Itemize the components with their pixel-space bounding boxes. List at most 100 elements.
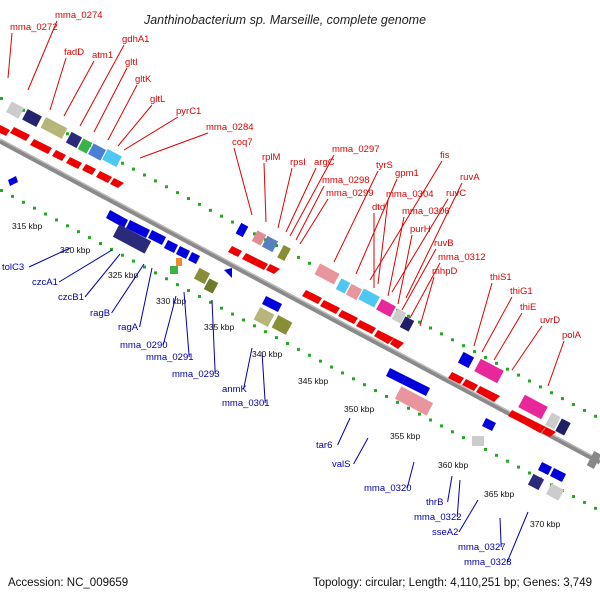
gene-leader-line: [117, 104, 153, 147]
forward-gene-label: gltL: [150, 94, 165, 105]
forward-gene-label: mma_0298: [322, 175, 370, 186]
gc-dot: [198, 294, 201, 298]
gc-dot: [418, 320, 421, 324]
gc-dot: [517, 465, 520, 469]
gc-dot: [209, 208, 212, 212]
gc-dot: [506, 459, 509, 463]
gc-dot: [572, 403, 575, 407]
gc-dot: [165, 185, 168, 189]
gene-leader-line: [377, 199, 389, 285]
gc-dot: [484, 355, 487, 359]
gene-leader-line: [277, 167, 293, 229]
gc-dot: [220, 306, 223, 310]
gc-dot: [253, 324, 256, 328]
ruler-label: 370 kbp: [530, 519, 561, 529]
gc-dot: [594, 414, 597, 418]
gc-dot: [495, 361, 498, 365]
gc-dot: [187, 289, 190, 293]
reverse-gene-label: mma_0328: [464, 557, 512, 568]
gc-dot: [110, 247, 113, 251]
gc-dot: [154, 271, 157, 275]
gene-leader-line: [511, 325, 543, 371]
gene-leader-line: [111, 263, 145, 314]
gene-leader-line: [473, 282, 493, 347]
forward-gene-label: thiG1: [510, 286, 533, 297]
reverse-gene-label: mma_0320: [364, 483, 412, 494]
gc-dot: [33, 206, 36, 210]
gc-dot: [0, 97, 3, 100]
gc-dot: [418, 412, 421, 416]
gc-dot: [473, 350, 476, 354]
ruler-label: 365 kbp: [484, 489, 515, 499]
reverse-gene-label: czcB1: [58, 292, 84, 303]
gc-dot: [429, 418, 432, 422]
forward-gene-label: thiS1: [490, 272, 512, 283]
gc-dot: [165, 277, 168, 281]
genome-summary-text: Topology: circular; Length: 4,110,251 bp…: [313, 577, 592, 589]
gc-dot: [77, 230, 80, 234]
reverse-gene-label: mma_0327: [458, 542, 506, 553]
gc-dot: [176, 283, 179, 287]
gc-dot: [308, 261, 311, 265]
gc-dot: [22, 200, 25, 204]
forward-gene-label: gltI: [125, 57, 138, 68]
forward-gene-label: thiE: [520, 302, 536, 313]
forward-gene-label: ruvA: [460, 172, 480, 183]
gene-leader-line: [391, 198, 449, 293]
gc-dot: [231, 220, 234, 224]
gene-leader-line: [406, 461, 415, 489]
forward-gene-label: fis: [440, 150, 450, 161]
forward-gene-cluster-1: [0, 101, 124, 188]
ruler-label: 360 kbp: [438, 460, 469, 470]
gene-leader-line: [458, 499, 479, 533]
ruler-label: 320 kbp: [60, 245, 91, 255]
forward-gene-label: argC: [314, 157, 335, 168]
ruler-label: 355 kbp: [390, 431, 421, 441]
gc-dot: [187, 197, 190, 201]
ruler-label: 325 kbp: [108, 270, 139, 280]
gc-dot: [594, 506, 597, 510]
gene-leader-line: [481, 296, 513, 353]
gene-leader-line: [63, 60, 95, 117]
gc-dot: [440, 424, 443, 428]
gene-leader-line: [285, 167, 317, 233]
gene-leader-line: [355, 178, 398, 275]
gc-dot: [286, 342, 289, 346]
gene-leader-line: [211, 299, 216, 375]
gene-leader-line: [123, 116, 179, 151]
gc-dot: [539, 385, 542, 389]
reverse-gene-label: czcA1: [32, 277, 58, 288]
forward-gene-label: gpm1: [395, 168, 419, 179]
gc-dot: [407, 314, 410, 318]
forward-gene-label: mma_0304: [386, 189, 434, 200]
reverse-gene-label: anmK: [222, 384, 247, 395]
reverse-gene-label: tolC3: [2, 262, 24, 273]
gc-dot: [352, 377, 355, 381]
reverse-gene-label: thrB: [426, 497, 443, 508]
gc-dot: [330, 365, 333, 369]
gc-dot: [451, 338, 454, 342]
forward-gene-label: uvrD: [540, 315, 560, 326]
gene-leader-line: [107, 84, 138, 141]
gc-dot: [143, 265, 146, 269]
ruler-label: 335 kbp: [204, 322, 235, 332]
gc-dot: [429, 326, 432, 330]
gc-dot: [220, 214, 223, 218]
gc-dot: [484, 447, 487, 451]
gc-dot: [374, 389, 377, 393]
forward-gene-label: atm1: [92, 50, 113, 61]
gene-leader-line: [547, 340, 565, 387]
gc-dot: [440, 332, 443, 336]
forward-gene-cluster-2: [228, 222, 291, 274]
gene-leader-line: [7, 32, 13, 79]
gc-dot: [572, 495, 575, 499]
gene-leader-line: [456, 479, 461, 518]
gc-dot: [396, 400, 399, 404]
gc-dot: [11, 194, 14, 198]
gene-leader-line: [28, 247, 71, 268]
reverse-gene-label: mma_0322: [414, 512, 462, 523]
gene-leader-line: [58, 249, 113, 283]
reverse-gene-label: mma_0291: [146, 352, 194, 363]
